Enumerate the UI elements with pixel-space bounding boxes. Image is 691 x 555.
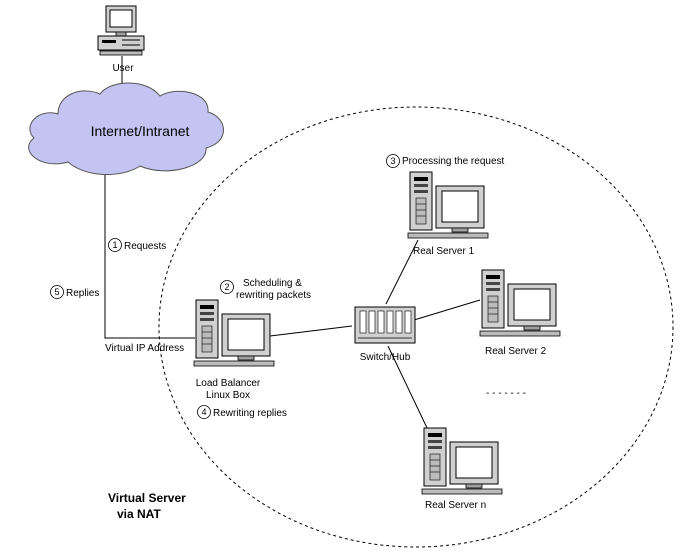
switch-servern-link: [387, 345, 429, 431]
virtual-ip-label: Virtual IP Address: [105, 343, 184, 354]
load-balancer-icon: [193, 299, 275, 367]
user-label: User: [112, 63, 134, 74]
real-server-n-icon: [421, 427, 503, 495]
load-balancer-sublabel: Linux Box: [206, 390, 250, 401]
step-2-text-line2: rewriting packets: [236, 290, 311, 301]
step-2-marker: 2: [220, 280, 234, 294]
switch-hub-icon: [354, 306, 416, 344]
step-4-number: 4: [201, 407, 206, 417]
real-server-1-icon: [407, 171, 489, 239]
more-servers-ellipsis: - - - - - - -: [486, 388, 526, 399]
cloud-label: Internet/Intranet: [91, 123, 190, 139]
step-5-number: 5: [54, 287, 59, 297]
switch-label: Switch/Hub: [360, 352, 411, 363]
real-server-1-label: Real Server 1: [413, 246, 475, 257]
cloud-balancer-link: [104, 172, 195, 339]
real-server-2-icon: [479, 269, 561, 337]
real-server-n-label: Real Server n: [425, 500, 486, 511]
switch-server1-link: [385, 239, 419, 305]
step-4-marker: 4: [197, 405, 211, 419]
virtual-server-boundary: [158, 106, 674, 548]
user-computer-icon: [97, 5, 145, 56]
real-server-2-label: Real Server 2: [485, 346, 547, 357]
diagram-title: Virtual Server: [108, 491, 186, 505]
balancer-switch-link: [269, 325, 353, 337]
internet-cloud-icon: [28, 82, 224, 175]
step-3-marker: 3: [386, 154, 400, 168]
step-1-marker: 1: [108, 238, 122, 252]
switch-server2-link: [413, 299, 481, 321]
step-1-number: 1: [112, 240, 117, 250]
step-5-marker: 5: [50, 285, 64, 299]
step-2-text: Scheduling &: [243, 278, 302, 289]
load-balancer-label: Load Balancer: [196, 378, 261, 389]
diagram-subtitle: via NAT: [117, 507, 161, 521]
step-1-text: Requests: [124, 241, 166, 252]
step-3-number: 3: [390, 156, 395, 166]
step-5-text: Replies: [66, 288, 99, 299]
step-3-text: Processing the request: [402, 156, 505, 167]
step-2-number: 2: [224, 282, 229, 292]
step-4-text: Rewriting replies: [213, 408, 287, 419]
